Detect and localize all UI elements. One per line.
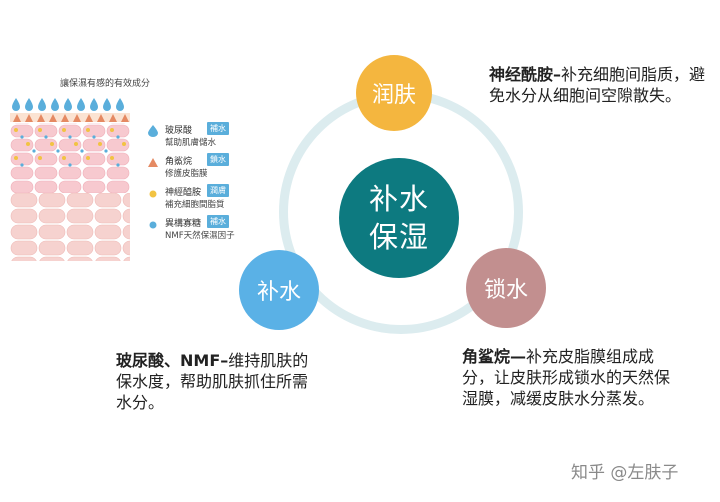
legend-tag: 補水 [207,215,229,228]
skin-layers-illustration [10,98,130,261]
legend-row-squalane: 角鯊烷 鎖水 修護皮脂膜 [148,153,258,185]
description-hyaluronic: 玻尿酸、NMF–维持肌肤的保水度，帮助肌肤抓住所需水分。 [116,351,309,412]
center-label-line2: 保湿 [368,220,429,254]
legend-row-oligosaccharide: 異構寡糖 補水 NMF天然保濕因子 [148,215,258,247]
legend-row-hyaluronic: 玻尿酸 補水 幫助肌膚儲水 [148,122,258,154]
water-drop-row [12,98,124,111]
node-lock-water: 锁水 [466,248,546,328]
legend-tag: 補水 [207,122,229,135]
description-ceramide: 神经酰胺–补充细胞间脂质，避免水分从细胞间空隙散失。 [489,65,706,105]
legend-tag: 鎖水 [207,153,229,166]
skin-illustration-title: 讓保濕有感的有效成分 [60,79,151,89]
center-node: 补水 保湿 [339,158,459,278]
yellow-dot-icon [149,190,157,198]
water-drop-icon [148,125,158,137]
center-label-line1: 补水 [368,182,429,216]
watermark: 知乎 @左肤子 [571,463,679,483]
description-squalane: 角鲨烷—补充皮脂膜组成成分，让皮肤形成锁水的天然保湿膜，减缓皮肤水分蒸发。 [462,347,671,408]
legend-tag: 潤膚 [207,184,229,197]
ingredient-legend: 玻尿酸 補水 幫助肌膚儲水 角鯊烷 鎖水 修護皮脂膜 神經醯胺 潤膚 補充細胞間… [148,122,258,247]
node-hydrate: 补水 [239,250,319,330]
legend-row-ceramide: 神經醯胺 潤膚 補充細胞間脂質 [148,184,258,216]
node-moisturize: 润肤 [356,55,432,131]
triangle-icon [148,158,158,167]
blue-dot-icon [149,221,157,229]
